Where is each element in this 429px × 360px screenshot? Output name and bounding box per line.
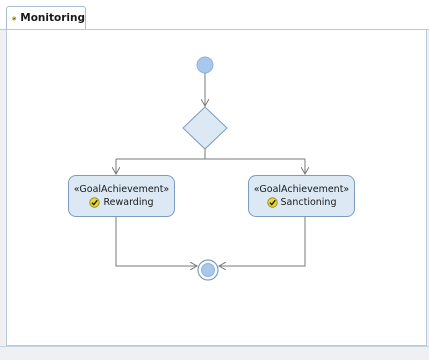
tab-strip-divider bbox=[0, 29, 429, 30]
bottom-scrollbar[interactable] bbox=[0, 346, 429, 360]
stereotype-label: «GoalAchievement» bbox=[73, 184, 170, 195]
tab-label: Monitoring bbox=[20, 12, 85, 24]
goal-check-icon bbox=[89, 197, 101, 208]
tab-monitoring[interactable]: Monitoring bbox=[6, 6, 86, 29]
goal-check-icon bbox=[12, 16, 17, 20]
initial-node[interactable] bbox=[196, 56, 214, 74]
edge-rewarding-to-final[interactable] bbox=[115, 217, 197, 266]
edge-sanctioning-to-final[interactable] bbox=[219, 217, 306, 266]
action-rewarding[interactable]: «GoalAchievement» Rewarding bbox=[68, 175, 175, 217]
action-name: Rewarding bbox=[103, 197, 154, 208]
final-node-core bbox=[201, 263, 215, 277]
action-sanctioning[interactable]: «GoalAchievement» Sanctioning bbox=[248, 175, 355, 217]
decision-node[interactable] bbox=[182, 106, 228, 150]
goal-check-icon bbox=[266, 197, 278, 208]
stereotype-label: «GoalAchievement» bbox=[253, 184, 350, 195]
editor-tab-strip: Monitoring bbox=[0, 0, 429, 30]
action-name: Sanctioning bbox=[280, 197, 337, 208]
